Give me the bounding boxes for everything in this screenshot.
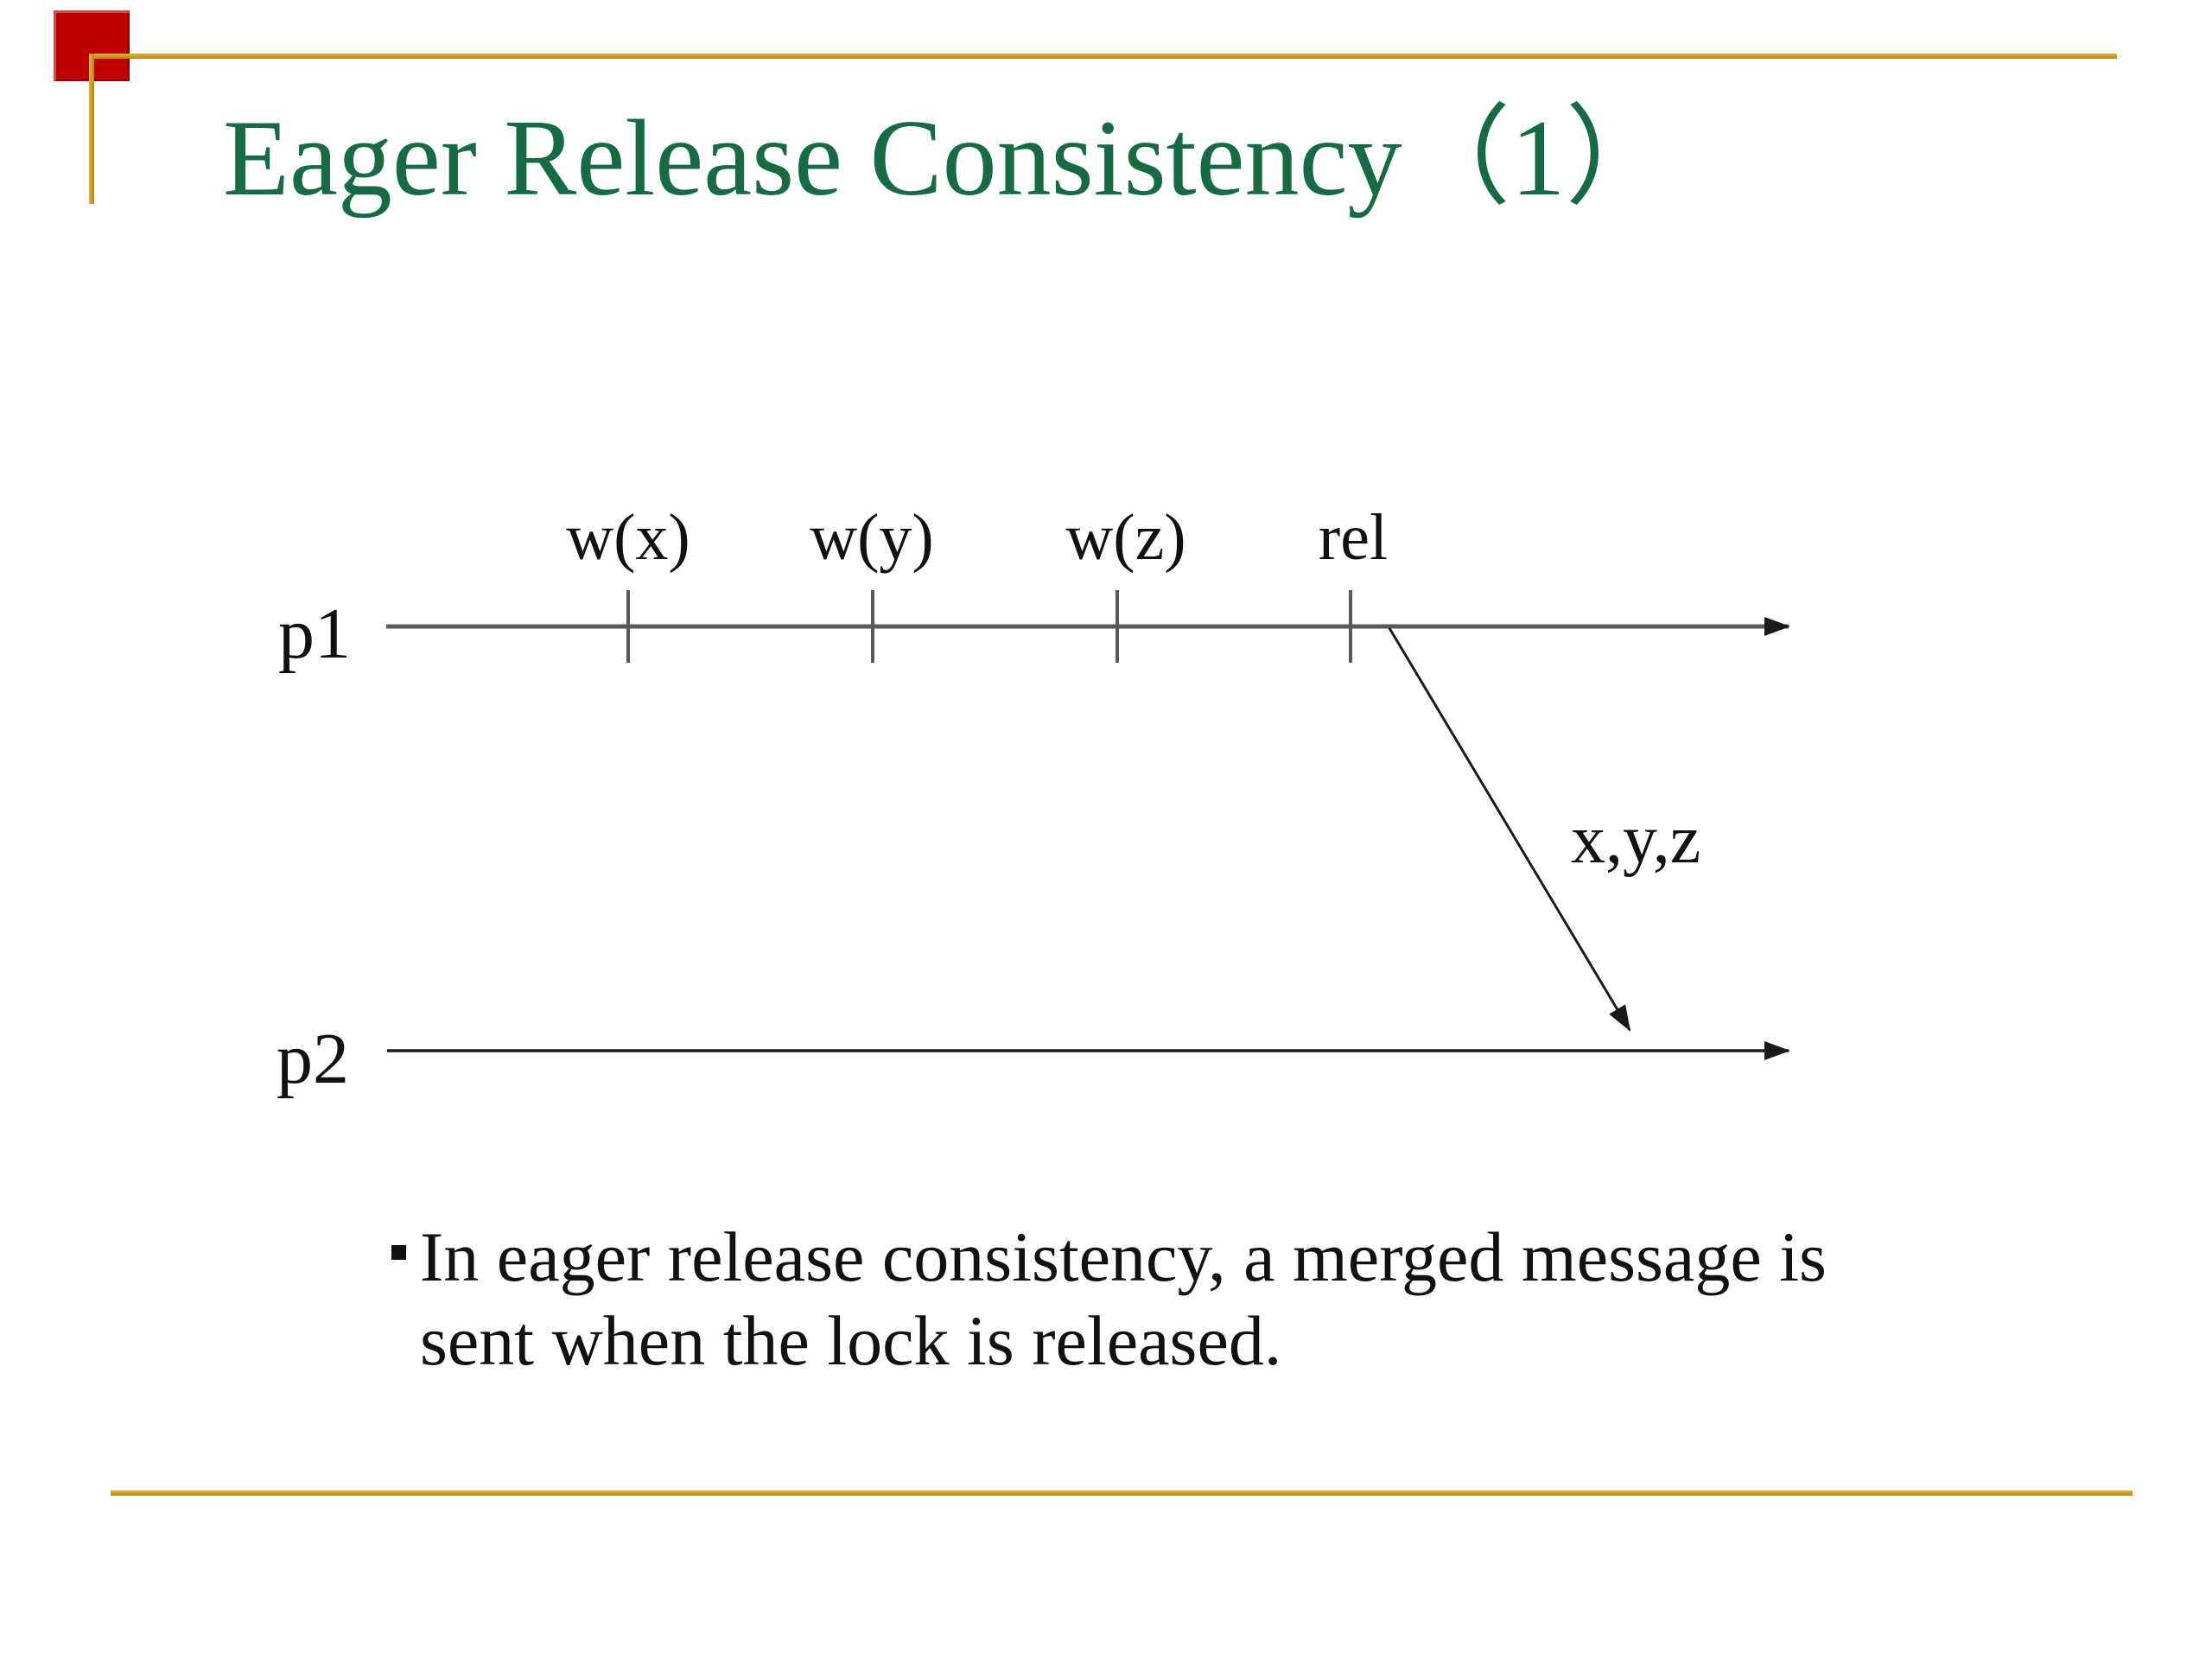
message-arrow xyxy=(1388,627,1631,1032)
gold-left-border xyxy=(89,54,94,204)
gold-bottom-border xyxy=(111,1491,2133,1496)
slide-title: Eager Release Consistency（1） xyxy=(223,99,1675,219)
event-label-wy: w(y) xyxy=(810,501,934,574)
event-label-wz: w(z) xyxy=(1065,501,1186,574)
message-payload-label: x,y,z xyxy=(1571,802,1701,878)
event-label-rel: rel xyxy=(1318,501,1389,574)
process-label-p1: p1 xyxy=(278,594,351,674)
gold-top-border xyxy=(89,54,2117,59)
bullet-text: In eager release consistency, a merged m… xyxy=(420,1215,1827,1382)
event-label-wx: w(x) xyxy=(566,501,690,574)
bullet-text-line-2: sent when the lock is released. xyxy=(420,1301,1282,1380)
bullet-square-icon xyxy=(391,1245,406,1260)
bullet-text-line-1: In eager release consistency, a merged m… xyxy=(420,1217,1827,1296)
process-label-p2: p2 xyxy=(276,1019,349,1099)
